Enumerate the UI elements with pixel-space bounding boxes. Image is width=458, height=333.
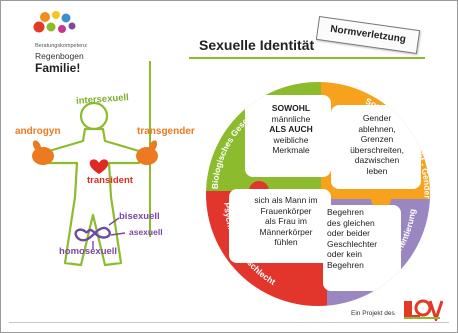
psy-line-5: fühlen [274, 237, 298, 247]
soz-line-6: leben [366, 165, 388, 176]
puzzle-circle: Biologisches Geschlecht Soziales Geschle… [206, 82, 432, 306]
logo-subtitle: Beratungskompetenz [35, 43, 87, 49]
soz-line-1: Gender [362, 113, 392, 123]
footer-text: Ein Projekt des [351, 310, 395, 317]
bio-line-3: ALS AUCH [269, 124, 313, 134]
soz-line-5: dazwischen [354, 155, 400, 165]
psy-line-4: Männerkörper [259, 226, 313, 237]
label-bisexuell: bisexuell [119, 211, 160, 222]
label-androgyn: androgyn [15, 126, 61, 137]
ori-line-6: Begehren [327, 259, 364, 270]
text-biologisch: SOWOHL männliche ALS AUCH weibliche Merk… [253, 103, 329, 156]
title-underline [189, 57, 425, 59]
logo-dots-icon [33, 11, 76, 33]
ori-line-4: Geschlechter [327, 238, 378, 249]
person-figure-icon [32, 101, 158, 267]
text-psychisch: sich als Mann im Frauenkörper als Frau i… [241, 195, 331, 248]
soz-line-2: ablehnen, [358, 123, 396, 134]
soz-line-3: Grenzen [360, 134, 394, 144]
stamp-label: Normverletzung [329, 23, 407, 46]
label-transident: transident [87, 175, 133, 186]
ori-line-2: des gleichen [327, 217, 375, 228]
ori-line-3: oder beider [327, 228, 371, 238]
logo-name: Regenbogen [35, 51, 84, 61]
bio-line-4: weibliche [273, 134, 309, 145]
logo-tagline: Familie! [35, 61, 81, 75]
label-asexuell: asexuell [129, 227, 163, 237]
stamp-label-box: Normverletzung [315, 16, 421, 54]
text-sozial: Gender ablehnen, Grenzen überschreiten, … [339, 113, 415, 176]
ori-line-5: oder kein [327, 249, 362, 259]
label-transgender: transgender [137, 126, 195, 137]
label-homosexuell: homosexuell [59, 246, 118, 257]
psy-line-3: als Frau im [264, 216, 308, 226]
psy-line-1: sich als Mann im [254, 195, 318, 205]
text-orientierung: Begehren des gleichen oder beider Geschl… [327, 207, 391, 270]
soz-line-4: überschreiten, [350, 144, 404, 155]
bio-line-5: Merkmale [272, 145, 310, 155]
bio-line-2: männliche [271, 113, 311, 124]
footer-divider [9, 322, 449, 323]
page-title: Sexuelle Identität [199, 37, 315, 53]
ori-line-1: Begehren [327, 207, 364, 217]
bio-line-1: SOWOHL [271, 103, 311, 113]
lsvd-logo-icon [404, 299, 443, 321]
psy-line-2: Frauenkörper [260, 205, 312, 216]
